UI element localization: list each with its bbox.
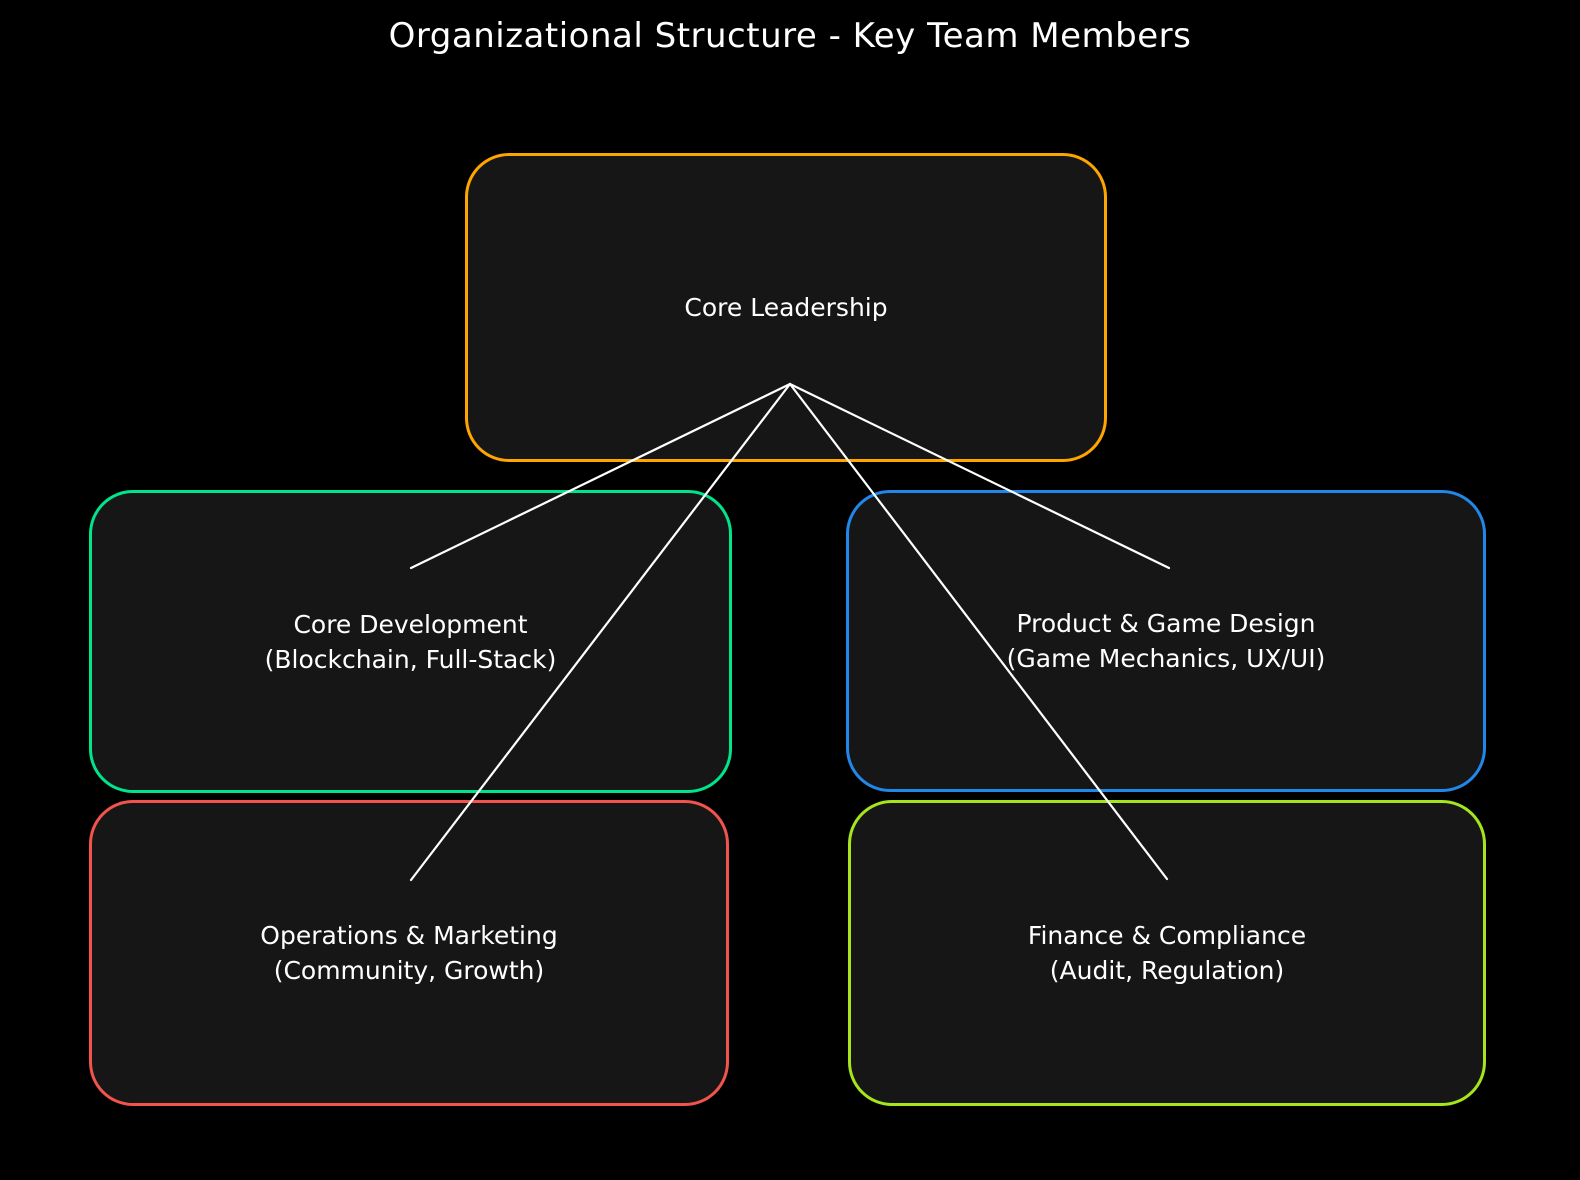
node-core-development: Core Development (Blockchain, Full-Stack… — [89, 490, 732, 793]
node-sublabel: (Game Mechanics, UX/UI) — [1006, 644, 1326, 673]
node-label: Product & Game Design — [1016, 609, 1316, 638]
node-core-leadership: Core Leadership — [465, 153, 1107, 462]
node-sublabel: (Community, Growth) — [273, 956, 545, 985]
chart-title: Organizational Structure - Key Team Memb… — [388, 16, 1192, 56]
node-finance-compliance: Finance & Compliance (Audit, Regulation) — [848, 800, 1486, 1106]
node-sublabel: (Audit, Regulation) — [1049, 956, 1285, 985]
node-label: Core Leadership — [684, 293, 888, 322]
node-operations-marketing: Operations & Marketing (Community, Growt… — [89, 800, 729, 1106]
node-label: Operations & Marketing — [260, 921, 558, 950]
node-sublabel: (Blockchain, Full-Stack) — [264, 644, 557, 674]
node-product-game-design: Product & Game Design (Game Mechanics, U… — [846, 490, 1486, 792]
node-label: Core Development — [293, 609, 528, 639]
node-label: Finance & Compliance — [1027, 921, 1307, 950]
